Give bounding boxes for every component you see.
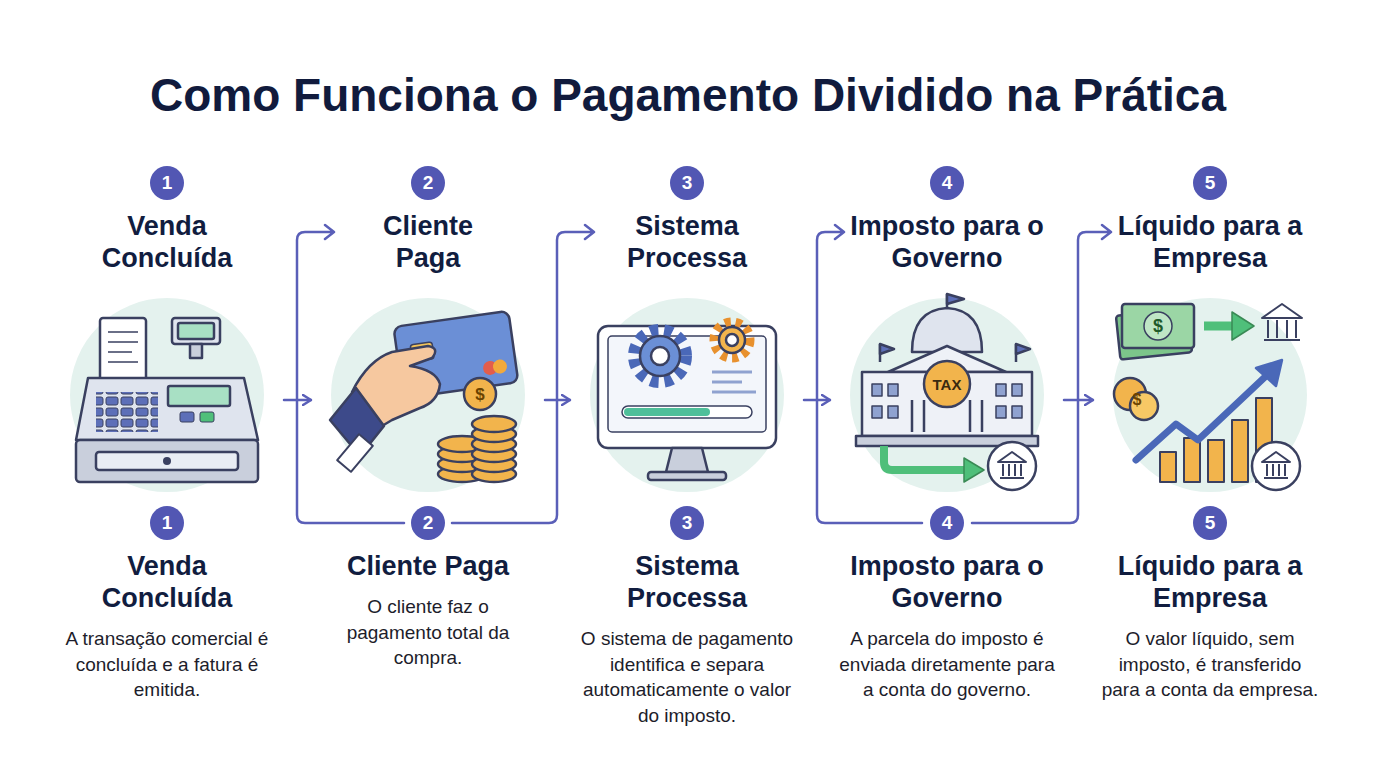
step-description: O valor líquido, sem imposto, é transfer… <box>1101 626 1319 703</box>
step-column: 1Venda Concluída1Venda ConcluídaA transa… <box>52 166 282 711</box>
flow-arrow <box>284 399 311 402</box>
step-description: O cliente faz o pagamento total da compr… <box>319 594 537 671</box>
step-heading: Venda Concluída <box>67 550 267 614</box>
step-number: 4 <box>930 506 964 540</box>
step-number: 2 <box>411 506 445 540</box>
step-column: 2Cliente Paga2Cliente PagaO cliente faz … <box>313 166 543 679</box>
step-heading: Venda Concluída <box>65 210 270 274</box>
currency-symbol: $ <box>1153 317 1163 335</box>
company-revenue-icon <box>1114 304 1302 490</box>
diagram-title: Como Funciona o Pagamento Dividido na Pr… <box>0 68 1376 122</box>
step-heading: Líquido para a Empresa <box>1110 550 1310 614</box>
step-column: 5Líquido para a Empresa5Líquido para a E… <box>1095 166 1325 711</box>
tax-badge-text: TAX <box>933 377 962 392</box>
currency-symbol: $ <box>1133 392 1142 408</box>
icon-ground <box>70 298 1307 492</box>
step-number: 1 <box>150 166 184 200</box>
step-number: 3 <box>670 506 704 540</box>
step-description: A parcela do imposto é enviada diretamen… <box>838 626 1056 703</box>
step-number: 4 <box>930 166 964 200</box>
step-heading: Imposto para o Governo <box>845 210 1050 274</box>
step-number: 1 <box>150 506 184 540</box>
computer-gears-icon <box>598 322 776 480</box>
government-building-icon <box>856 294 1038 490</box>
step-heading: Sistema Processa <box>587 550 787 614</box>
step-description: O sistema de pagamento identifica e sepa… <box>578 626 796 728</box>
step-heading: Cliente Paga <box>347 550 509 582</box>
cash-register-icon <box>76 318 258 482</box>
flow-arrow <box>804 399 830 402</box>
card-payment-icon <box>330 311 518 482</box>
flow-arrow <box>1064 399 1093 402</box>
step-heading: Líquido para a Empresa <box>1108 210 1313 274</box>
step-heading: Sistema Processa <box>585 210 790 274</box>
step-column: 3Sistema Processa3Sistema ProcessaO sist… <box>572 166 802 736</box>
currency-symbol: $ <box>475 386 484 403</box>
step-description: A transação comercial é concluída e a fa… <box>58 626 276 703</box>
step-heading: Cliente Paga <box>353 210 503 274</box>
step-heading: Imposto para o Governo <box>847 550 1047 614</box>
step-column: 4Imposto para o Governo4Imposto para o G… <box>832 166 1062 711</box>
step-number: 3 <box>670 166 704 200</box>
step-number: 5 <box>1193 506 1227 540</box>
step-number: 5 <box>1193 166 1227 200</box>
step-number: 2 <box>411 166 445 200</box>
flow-arrow <box>545 399 570 402</box>
